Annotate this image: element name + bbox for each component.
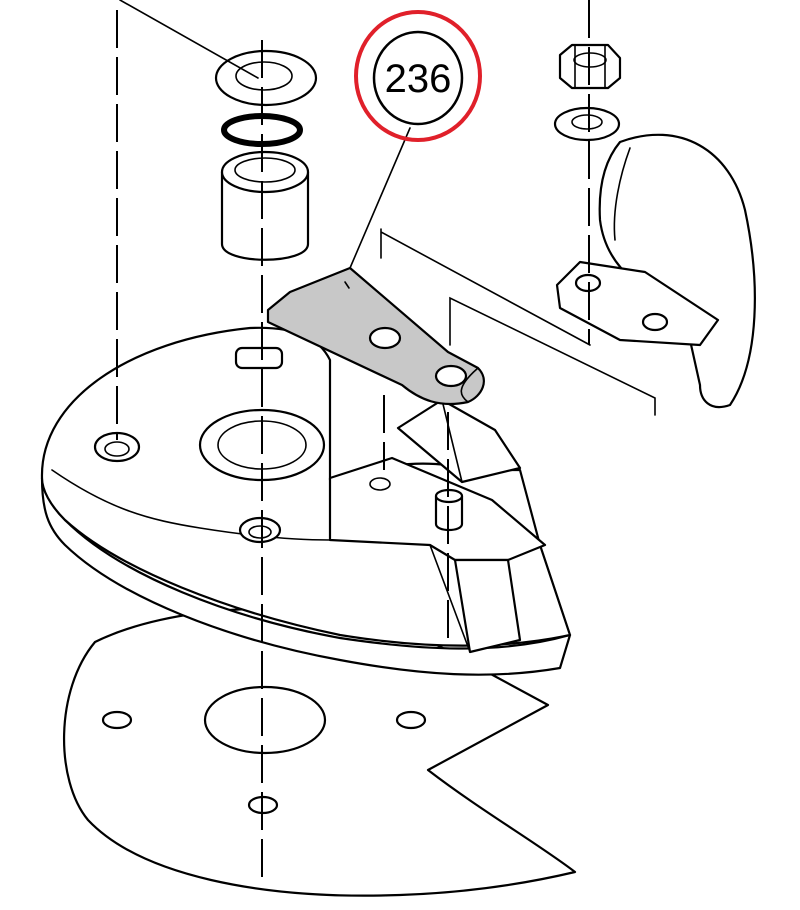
center-axes [116, 0, 590, 880]
bottom-plate [62, 607, 577, 897]
right-stack [553, 43, 622, 142]
flat-washer [214, 49, 318, 107]
lock-washer [553, 106, 621, 142]
plate-hole-right [395, 710, 427, 730]
callout-bubble [372, 30, 464, 126]
callout-highlight-ring [354, 10, 482, 142]
callout-236: 236 [354, 10, 482, 142]
plate-center-hole [203, 685, 327, 755]
cam-housing [40, 326, 572, 676]
left-stack [214, 49, 318, 261]
callout-leader-line [349, 127, 411, 269]
highlighted-bracket-part [266, 266, 485, 406]
leader-line-top-left [119, 0, 259, 79]
plate-hole-left [101, 710, 133, 730]
wedge-blade [396, 398, 522, 484]
housing-hole-front [238, 516, 282, 544]
bushing [220, 170, 310, 261]
housing-key-slot [234, 346, 284, 370]
bracket-hole-2 [434, 364, 468, 388]
callout-label: 236 [385, 57, 452, 101]
cutter-arm [555, 133, 756, 409]
bracket-hole-1 [368, 326, 402, 350]
assembly-outline [380, 228, 656, 416]
